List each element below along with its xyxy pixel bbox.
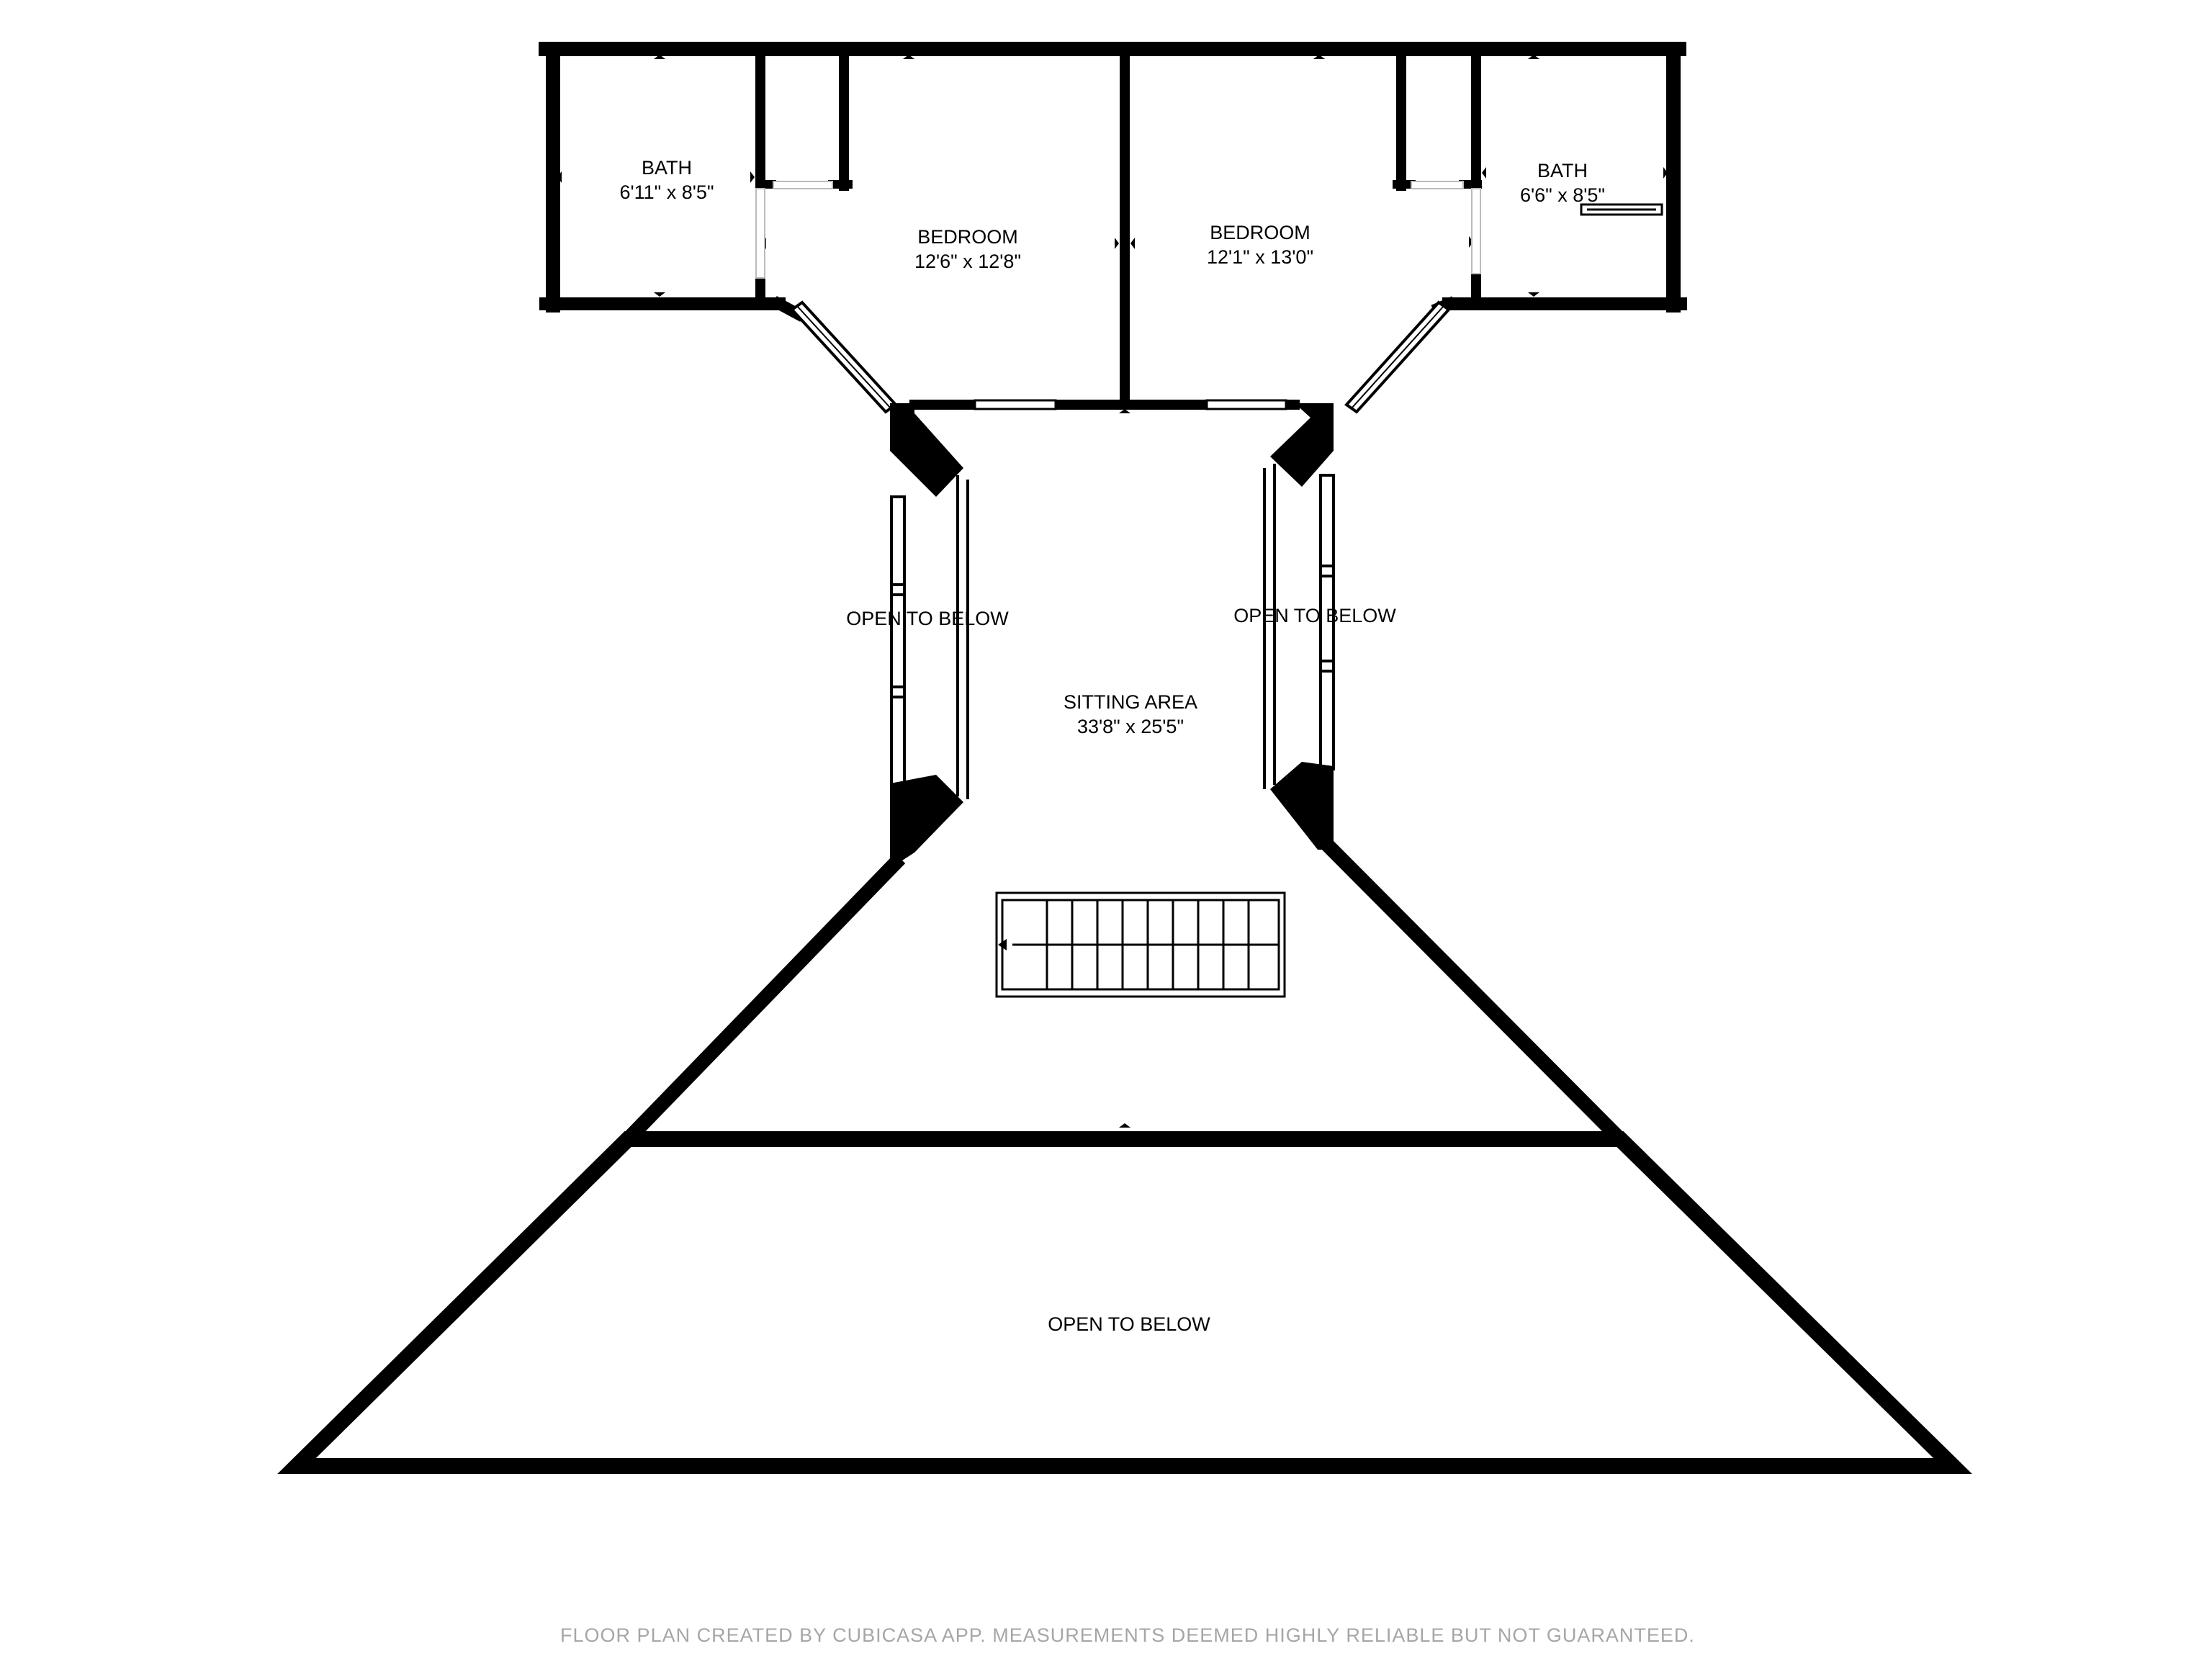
right-railing [1263,464,1335,789]
bath-left-dims: 6'11" x 8'5" [619,181,714,203]
wall-tick-marks [557,55,1668,1128]
footer-disclaimer: FLOOR PLAN CREATED BY CUBICASA APP. MEAS… [560,1624,1695,1646]
door-openings [755,181,1481,279]
sitting-area-name: SITTING AREA [1064,691,1197,713]
sitting-area-walls [890,403,1334,868]
bedroom-left-name: BEDROOM [917,226,1018,248]
open-to-below-right: OPEN TO BELOW [1233,605,1396,626]
bath-right-dims: 6'6" x 8'5" [1520,184,1605,206]
left-railing [890,475,969,799]
bath-right-name: BATH [1537,160,1588,181]
lower-open-area-walls [277,1131,1972,1474]
diagonal-windows [790,300,1451,414]
bath-fixture [1580,203,1663,216]
bath-left-name: BATH [642,157,692,179]
bedroom-left-dims: 12'6" x 12'8" [914,251,1021,272]
staircase [995,891,1286,998]
stair-direction-arrow [998,939,1007,950]
upper-rooms-walls [539,42,1687,410]
bedroom-right-dims: 12'1" x 13'0" [1207,246,1313,268]
sitting-diagonal-walls [622,838,1626,1145]
bedroom-right-name: BEDROOM [1210,222,1310,243]
open-to-below-bottom: OPEN TO BELOW [1048,1313,1210,1335]
open-to-below-left: OPEN TO BELOW [846,608,1009,629]
sitting-top-windows [974,399,1287,410]
sitting-area-dims: 33'8" x 25'5" [1077,716,1184,737]
